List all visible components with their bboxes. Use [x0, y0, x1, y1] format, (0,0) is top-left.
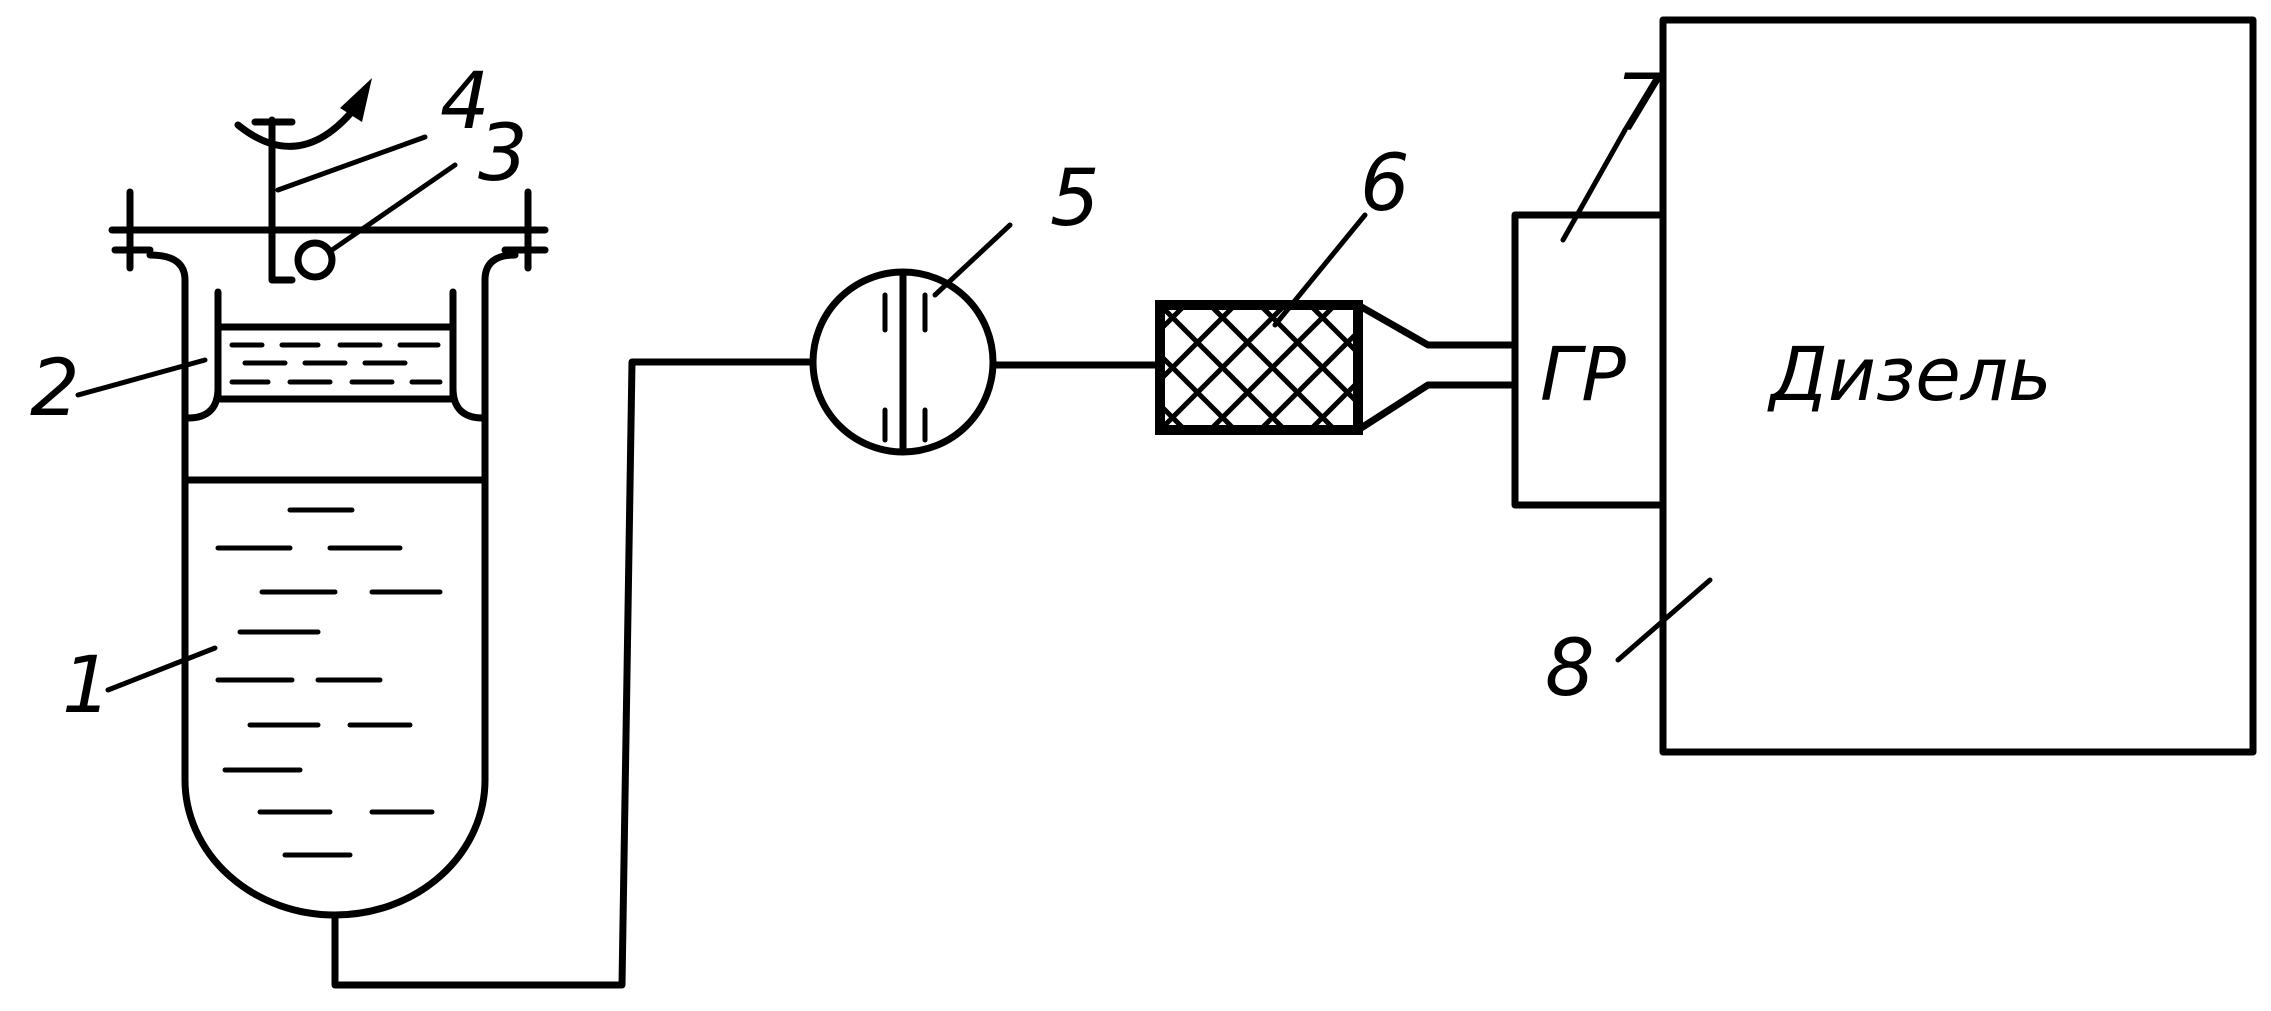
- pump: [813, 272, 993, 452]
- engine-text: Дизель: [1767, 332, 2052, 418]
- label-1: 1: [62, 641, 112, 731]
- governor-text: ГР: [1540, 332, 1626, 418]
- fuel-tank: [112, 192, 545, 915]
- filter-outlet-cone: [1358, 305, 1515, 430]
- leader-lines: [78, 130, 1710, 690]
- label-7: 7: [1615, 59, 1665, 149]
- diesel-engine: Дизель: [1663, 20, 2253, 752]
- label-6: 6: [1360, 139, 1410, 229]
- piston-liquid-dashes: [232, 345, 440, 382]
- rotation-arrow: [238, 108, 355, 146]
- fuel-line-tank-to-pump: [335, 362, 812, 985]
- piston-wall-right: [453, 292, 483, 418]
- piston-wall-left: [188, 292, 218, 418]
- valve-ball: [298, 243, 332, 277]
- leader-5: [935, 225, 1010, 295]
- leader-3: [332, 165, 455, 250]
- label-4: 4: [440, 57, 490, 147]
- label-2: 2: [30, 344, 80, 434]
- label-8: 8: [1545, 624, 1595, 714]
- fuel-liquid-dashes: [218, 510, 440, 855]
- tank-body-outline: [150, 255, 515, 915]
- governor: ГР: [1515, 215, 1663, 505]
- leader-1: [108, 648, 215, 690]
- label-5: 5: [1050, 154, 1100, 244]
